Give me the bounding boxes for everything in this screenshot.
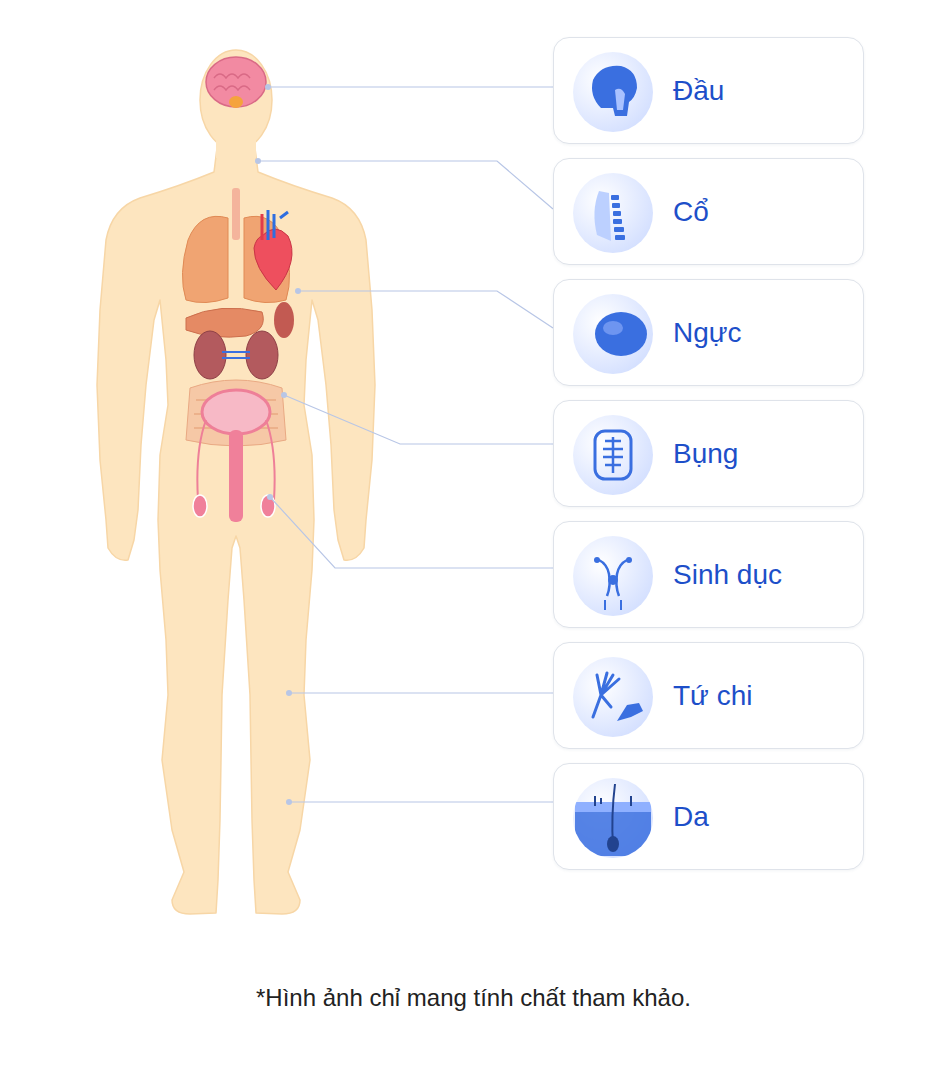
card-icon: [571, 50, 655, 134]
part-label: Bụng: [673, 437, 738, 471]
card-icon: [571, 534, 655, 618]
caption: *Hình ảnh chỉ mang tính chất tham khảo.: [0, 984, 947, 1013]
body-part-card: Sinh dục: [553, 521, 864, 628]
part-label: Da: [673, 800, 709, 834]
body-part-card: Đầu: [553, 37, 864, 144]
body-part-card: Tứ chi: [553, 642, 864, 749]
card-icon: [571, 292, 655, 376]
part-label: Ngực: [673, 316, 742, 350]
part-label: Sinh dục: [673, 558, 782, 592]
leader-dots: [255, 84, 301, 805]
card-icon: [571, 171, 655, 255]
leader-lines: [258, 87, 553, 802]
body-part-card: Bụng: [553, 400, 864, 507]
organs: [182, 57, 294, 522]
card-icon: [571, 413, 655, 497]
part-label: Tứ chi: [673, 679, 752, 713]
card-icon: [571, 776, 655, 860]
body-part-card: Cổ: [553, 158, 864, 265]
body-part-card: Da: [553, 763, 864, 870]
body-part-card: Ngực: [553, 279, 864, 386]
card-icon: [571, 655, 655, 739]
body-silhouette: [97, 50, 375, 914]
part-label: Cổ: [673, 195, 709, 229]
part-label: Đầu: [673, 74, 724, 108]
